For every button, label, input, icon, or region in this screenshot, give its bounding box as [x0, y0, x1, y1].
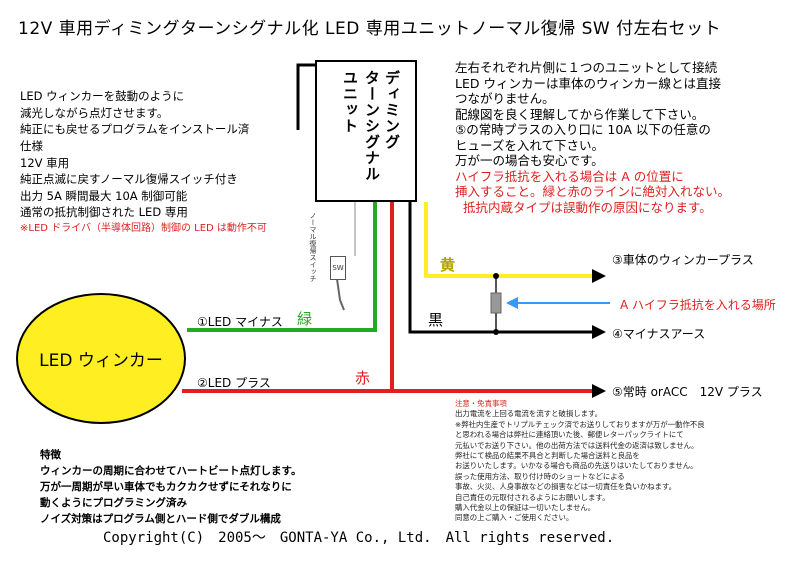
yellow-arrow-head: [592, 269, 606, 283]
page-title: 12V 車用ディミングターンシグナル化 LED 専用ユニットノーマル復帰 SW …: [18, 19, 722, 39]
specs-heading: 仕様: [20, 139, 43, 153]
dimming-unit-box: ディミング ターンシグナル ユニット: [315, 60, 417, 202]
black-arrow-head: [592, 325, 606, 339]
features-line: 万が一周期が早い車体でもカクカクせずにそれなりに: [40, 481, 292, 493]
copyright-text: Copyright(C) 2005～ GONTA-YA Co., Ltd. Al…: [103, 530, 615, 546]
resistor-a: [490, 292, 502, 314]
note-line: 左右それぞれ片側に１つのユニットとして接続: [455, 60, 718, 75]
yellow-wire-label: 黄: [440, 256, 456, 274]
led-winker-circle: LED ウィンカー: [16, 293, 186, 424]
switch-lever: [336, 278, 345, 311]
blue-arrow-head: [506, 297, 518, 309]
disclaimer-line: 同意の上ご購入・ご使用ください。: [455, 513, 574, 523]
spec-line: 12V 車用: [20, 155, 70, 170]
dest-a-label: A ハイフラ抵抗を入れる場所: [620, 298, 776, 312]
unit-label-line: ユニット: [341, 70, 359, 134]
led-plus-label: ②LED プラス: [197, 376, 271, 390]
note-line: ⑤の常時プラスの入り口に 10A 以下の任意の: [455, 122, 711, 137]
unit-top-wire: [296, 63, 316, 130]
spec-line: 通常の抵抗制御された LED 専用: [20, 205, 188, 219]
junction-dot-top: [493, 273, 499, 279]
note-line: ヒューズを入れて下さい。: [455, 137, 605, 153]
disclaimer-line: ※弊社内生産でトリプルチェック済でお送りしておりますが万が一動作不良: [455, 419, 705, 429]
features-line: 動くようにプログラミング済み: [40, 497, 187, 509]
disclaimer: 注意・免責事項 出力電流を上回る電流を流すと破損します。 ※弊社内生産でトリプル…: [455, 399, 705, 524]
black-wire: [408, 202, 595, 334]
note-line: 配線図を良く理解してから作業して下さい。: [455, 106, 705, 122]
junction-dot-bottom: [493, 329, 499, 335]
warning-line: 挿入すること。緑と赤のラインに絶対入れない。: [455, 184, 731, 199]
features-heading: 特徴: [40, 449, 61, 461]
disclaimer-heading: 注意・免責事項: [455, 399, 507, 408]
features-line: ノイズ対策はプログラム側とハード側でダブル構成: [40, 513, 281, 525]
disclaimer-line: 誤った使用方法、取り付け時のショートなどによる: [455, 471, 625, 481]
feature-line: LED ウィンカーを鼓動のように: [20, 89, 185, 103]
switch-box: SW: [330, 256, 346, 280]
spec-warning: ※LED ドライバ（半導体回路）制御の LED は動作不可: [20, 222, 267, 234]
disclaimer-line: 購入代金以上の保証は一切いたしません。: [455, 503, 596, 513]
yellow-wire: [424, 202, 595, 278]
dest-5-label: ⑤常時 orACC 12V プラス: [612, 385, 763, 399]
unit-label-line: ディミング: [383, 70, 401, 150]
black-wire-label: 黒: [428, 311, 444, 329]
dest-3-label: ③車体のウィンカープラス: [612, 253, 754, 267]
disclaimer-line: 弊社にて検品の結果不具合と判断した場合送料と良品を: [455, 451, 640, 461]
note-line: 万が一の場合も安心です。: [455, 153, 604, 168]
feature-description: LED ウィンカーを鼓動のように 減光しながら点灯させます。 純正にも戻せるプロ…: [20, 88, 249, 138]
disclaimer-line: 事故、火災、人身事故などの損害などは一切責任を負いかねます。: [455, 482, 676, 492]
feature-line: 純正にも戻せるプログラムをインストール済: [20, 122, 250, 136]
red-wire-label: 赤: [355, 369, 371, 387]
disclaimer-line: と思われる場合は弊社に連絡頂いた後、郵便レターパックライトにて: [455, 430, 684, 440]
disclaimer-line: 元払いでお送り下さい。他の出荷方法では送料代金の返済は致しません。: [455, 440, 699, 450]
dest-4-label: ④マイナスアース: [612, 327, 706, 341]
red-arrow-head: [592, 384, 606, 398]
feature-line: 減光しながら点灯させます。: [20, 105, 169, 120]
disclaimer-line: 自己責任の元取付されるようにお願いします。: [455, 492, 610, 502]
warning-line: ハイフラ抵抗を入れる場合は A の位置に: [455, 168, 684, 184]
unit-label-line: ターンシグナル: [363, 70, 381, 182]
wiring-notes: 左右それぞれ片側に１つのユニットとして接続 LED ウィンカーは車体のウィンカー…: [455, 60, 730, 215]
features-line: ウィンカーの周期に合わせてハートビート点灯します。: [40, 465, 302, 477]
note-line: LED ウィンカーは車体のウィンカー線とは直接: [455, 75, 721, 91]
product-features: 特徴 ウィンカーの周期に合わせてハートビート点灯します。 万が一周期が早い車体で…: [40, 447, 301, 527]
led-winker-label: LED ウィンカー: [39, 351, 163, 371]
spec-line: 出力 5A 瞬間最大 10A 制御可能: [20, 188, 188, 203]
disclaimer-line: お送りいたします。いかなる場合も商品の先送りはいたしておりません。: [455, 461, 698, 471]
led-minus-label: ①LED マイナス: [197, 315, 283, 329]
disclaimer-line: 出力電流を上回る電流を流すと破損します。: [455, 409, 603, 419]
spec-line: 純正点滅に戻すノーマル復帰スイッチ付き: [20, 172, 238, 186]
green-wire: [187, 202, 377, 332]
warning-line: 抵抗内蔵タイプは誤動作の原因になります。: [463, 199, 712, 215]
specifications: 仕様 12V 車用 純正点滅に戻すノーマル復帰スイッチ付き 出力 5A 瞬間最大…: [20, 138, 267, 237]
green-wire-label: 緑: [297, 310, 313, 328]
note-line: つながりません。: [455, 91, 555, 106]
switch-label: ノーマル復帰スイッチ: [309, 212, 317, 282]
